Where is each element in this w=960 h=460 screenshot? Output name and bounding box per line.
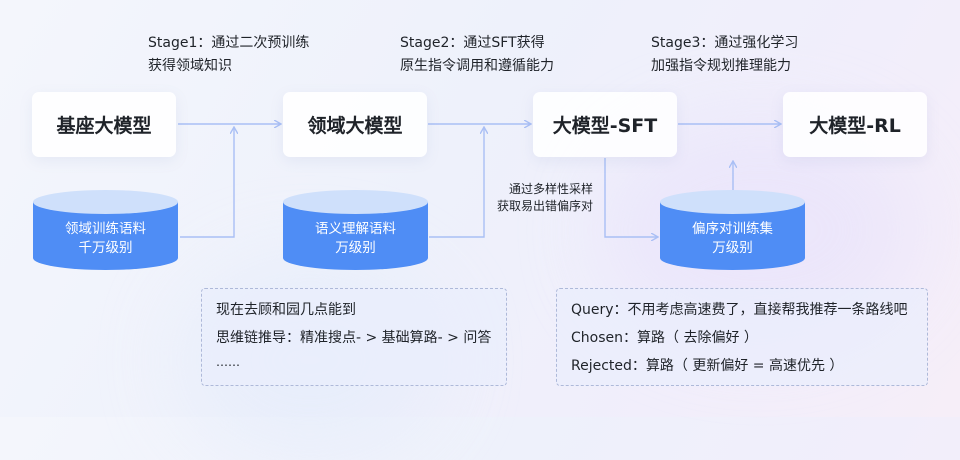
cylinder-label-line2: 万级别 xyxy=(712,240,753,256)
cylinder-shape xyxy=(660,190,805,270)
stage1-caption-line2: 获得领域知识 xyxy=(148,58,232,74)
cot-example-box: 现在去顾和园几点能到 思维链推导：精准搜点- > 基础算路- > 问答 …… xyxy=(201,288,507,386)
cylinder-label-line1: 语义理解语料 xyxy=(315,221,396,237)
arrow-corpus1-up xyxy=(180,128,234,238)
example-ellipsis: …… xyxy=(216,355,240,369)
cylinder-label-line1: 偏序对训练集 xyxy=(692,221,773,237)
stage1-caption-line1: Stage1：通过二次预训练 xyxy=(148,35,310,51)
example-pref-query: Query：不用考虑高速费了，直接帮我推荐一条路线吧 xyxy=(571,302,908,318)
example-chosen: Chosen：算路（ 去除偏好 ） xyxy=(571,330,758,346)
stage2-caption-line2: 原生指令调用和遵循能力 xyxy=(400,58,554,74)
cylinder-label: 语义理解语料 万级别 xyxy=(283,220,428,258)
sampling-note-line1: 通过多样性采样 xyxy=(509,182,594,196)
cylinder-label: 偏序对训练集 万级别 xyxy=(660,220,805,258)
sampling-note-line2: 获取易出错偏序对 xyxy=(497,199,594,213)
rl-model-box: 大模型-RL xyxy=(783,92,927,157)
sft-model-box: 大模型-SFT xyxy=(533,92,677,157)
stage2-caption-line1: Stage2：通过SFT获得 xyxy=(400,35,545,51)
stage2-caption: Stage2：通过SFT获得 原生指令调用和遵循能力 xyxy=(400,32,554,78)
example-query: 现在去顾和园几点能到 xyxy=(216,302,356,318)
arrow-corpus2-up xyxy=(429,128,484,238)
stage3-caption: Stage3：通过强化学习 加强指令规划推理能力 xyxy=(651,32,798,78)
cylinder-label-line2: 万级别 xyxy=(335,240,376,256)
stage3-caption-line1: Stage3：通过强化学习 xyxy=(651,35,799,51)
example-rejected: Rejected：算路（ 更新偏好 = 高速优先 ） xyxy=(571,358,844,374)
cylinder-label-line2: 千万级别 xyxy=(78,240,133,256)
stage3-caption-line2: 加强指令规划推理能力 xyxy=(651,58,791,74)
semantic-corpus-cylinder: 语义理解语料 万级别 xyxy=(283,190,428,270)
flow-arrows xyxy=(178,0,960,417)
preference-pairs-cylinder: 偏序对训练集 万级别 xyxy=(660,190,805,270)
sampling-note: 通过多样性采样 获取易出错偏序对 xyxy=(497,181,593,215)
base-model-box: 基座大模型 xyxy=(32,92,176,157)
cylinder-label-line1: 领域训练语料 xyxy=(65,221,146,237)
cylinder-shape xyxy=(33,190,178,270)
cylinder-label: 领域训练语料 千万级别 xyxy=(33,220,178,258)
cylinder-shape xyxy=(283,190,428,270)
preference-example-box: Query：不用考虑高速费了，直接帮我推荐一条路线吧 Chosen：算路（ 去除… xyxy=(556,288,928,386)
arrow-sft-to-pairs xyxy=(604,158,657,237)
stage1-caption: Stage1：通过二次预训练 获得领域知识 xyxy=(148,32,309,78)
domain-model-box: 领域大模型 xyxy=(283,92,427,157)
domain-corpus-cylinder: 领域训练语料 千万级别 xyxy=(33,190,178,270)
example-cot: 思维链推导：精准搜点- > 基础算路- > 问答 xyxy=(216,330,492,346)
